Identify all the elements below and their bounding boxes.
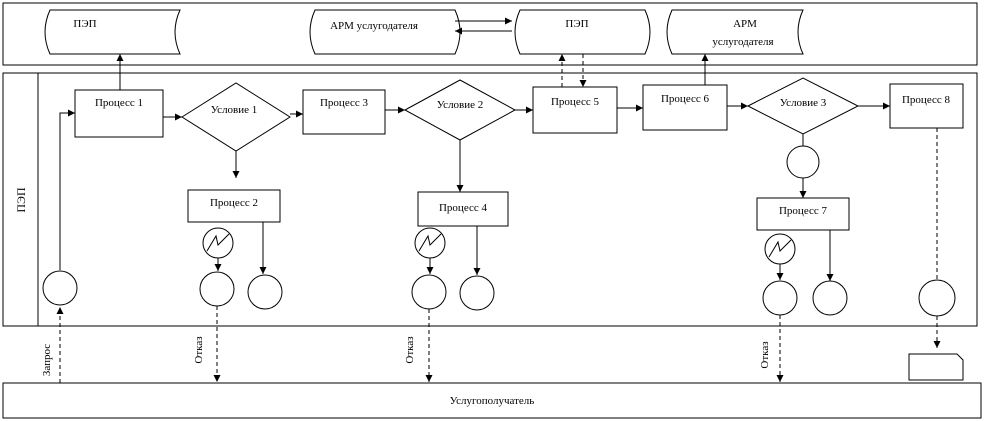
condition-3: Условие 3: [746, 77, 860, 135]
condition-1: Условие 1: [181, 82, 291, 152]
timer-icon-2: [414, 227, 446, 259]
process-7: Процесс 7: [756, 197, 850, 231]
svg-text:АРМ: АРМ: [733, 18, 757, 30]
process-8: Процесс 8: [889, 83, 964, 129]
svg-text:Процесс 2: Процесс 2: [210, 197, 258, 209]
connector-c3: [786, 145, 820, 179]
svg-text:Процесс 4: Процесс 4: [439, 202, 488, 214]
arm-system-right: АРМ услугодателя: [666, 9, 804, 55]
refusal-label-3: Отказ: [759, 341, 771, 368]
svg-text:ПЭП: ПЭП: [565, 18, 588, 30]
process-5: Процесс 5: [532, 86, 618, 134]
svg-text:Процесс 5: Процесс 5: [551, 96, 600, 108]
end-connector-p2: [247, 274, 283, 310]
end-connector-p4: [459, 275, 495, 311]
process-6: Процесс 6: [642, 84, 728, 131]
svg-text:Процесс 6: Процесс 6: [661, 93, 710, 105]
arm-system-left: АРМ услугодателя: [309, 9, 461, 55]
svg-text:услугодателя: услугодателя: [712, 36, 773, 48]
svg-text:Условие 3: Условие 3: [780, 97, 827, 109]
pep-system-left: ПЭП: [44, 9, 181, 55]
svg-text:АРМ услугодателя: АРМ услугодателя: [330, 20, 418, 32]
process-4: Процесс 4: [417, 191, 509, 227]
connector-p8: [918, 279, 956, 317]
pep-system-center: ПЭП: [514, 9, 651, 55]
condition-2: Условие 2: [403, 79, 517, 141]
connector-p2-refusal: [199, 271, 235, 307]
start-connector: [42, 270, 78, 306]
end-connector-p7: [812, 280, 848, 316]
timer-icon-3: [764, 233, 796, 265]
process-3: Процесс 3: [302, 89, 386, 135]
svg-text:Процесс 8: Процесс 8: [902, 94, 951, 106]
svg-text:Процесс 3: Процесс 3: [320, 97, 369, 109]
process-2: Процесс 2: [187, 189, 281, 223]
svg-text:Условие 1: Условие 1: [211, 104, 258, 116]
refusal-label-2: Отказ: [404, 336, 416, 363]
recipient-label: Услугополучатель: [450, 395, 535, 407]
refusal-label-1: Отказ: [193, 336, 205, 363]
arrow-start-to-p1: [59, 109, 75, 270]
svg-text:ПЭП: ПЭП: [73, 18, 96, 30]
process-1: Процесс 1: [74, 89, 164, 138]
result-document: [908, 353, 964, 381]
svg-text:Условие 2: Условие 2: [437, 99, 484, 111]
timer-icon-1: [202, 227, 234, 259]
svg-text:Процесс 7: Процесс 7: [779, 205, 828, 217]
connector-p7-refusal: [762, 280, 798, 316]
svg-text:Процесс 1: Процесс 1: [95, 97, 143, 109]
recipient-lane: [2, 382, 982, 419]
connector-p4-refusal: [411, 274, 447, 310]
request-label: Запрос: [41, 344, 53, 376]
pep-lane-label: ПЭП: [14, 187, 28, 213]
